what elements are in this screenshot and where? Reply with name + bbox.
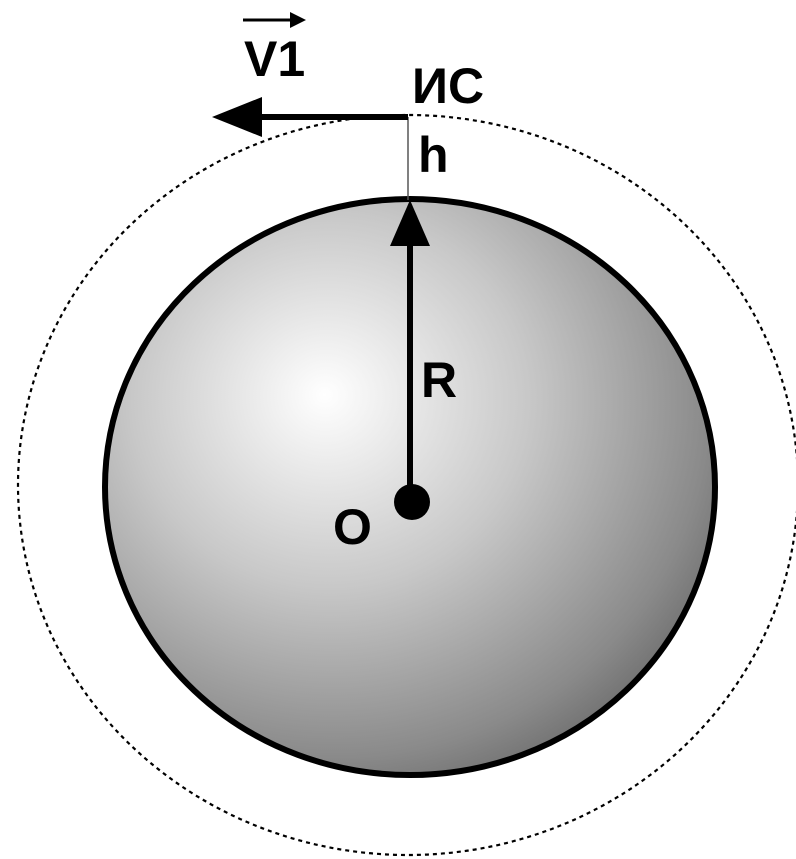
velocity-arrow xyxy=(212,97,408,137)
center-point xyxy=(394,484,430,520)
velocity-label: V1 xyxy=(244,31,305,87)
radius-label: R xyxy=(421,352,457,408)
height-label: h xyxy=(418,127,449,183)
vector-overbar-icon xyxy=(243,12,306,28)
satellite-label: ИС xyxy=(412,58,484,114)
center-label: O xyxy=(333,499,372,555)
radius-arrow xyxy=(390,200,430,502)
orbit-path xyxy=(17,114,796,856)
